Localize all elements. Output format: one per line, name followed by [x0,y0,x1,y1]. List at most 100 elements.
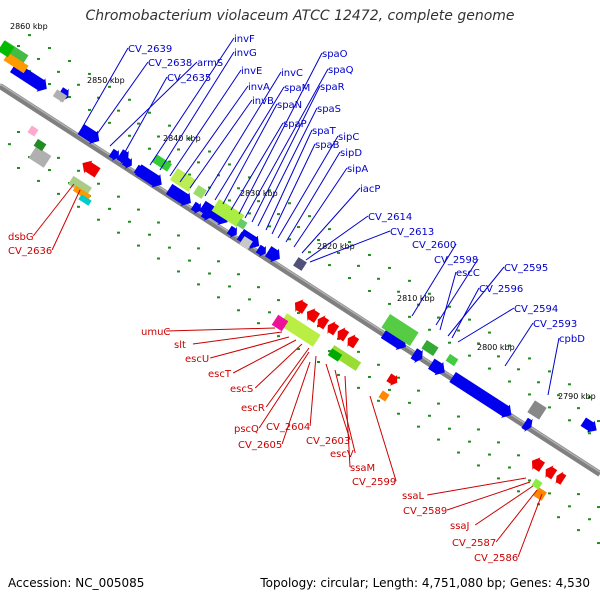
tick-dot [157,257,160,260]
tick-dot [8,143,11,146]
tick-dot [417,389,420,392]
tick-dot [37,179,40,182]
tick-dot [128,134,131,137]
tick-dot [148,111,151,114]
tick-dot [537,381,540,384]
tick-dot [228,285,231,288]
gene-label: slt [174,340,186,351]
gene-label: ssaL [402,491,425,502]
forward-gene-arrow [165,183,191,206]
leader-line [109,61,198,147]
tick-dot [397,412,400,415]
tick-dot [328,264,331,267]
feature-box [327,348,343,362]
tick-dot [268,225,271,228]
tick-dot [508,380,511,383]
label-leader-lines [32,37,560,558]
tick-dot [497,441,500,444]
reverse-gene-arrow [545,465,558,480]
tick-dot [177,270,180,273]
leader-line [169,69,242,177]
leader-line [495,489,538,543]
gene-label: cpbD [559,334,585,345]
tick-dot [577,529,580,532]
feature-box [193,185,207,199]
forward-gene-arrow [428,358,445,376]
tick-dot [517,368,520,371]
tick-dot [388,266,391,269]
feature-box [52,89,68,103]
tick-dot [408,401,411,404]
tick-dot [108,121,111,124]
gene-label: CV_2587 [452,538,496,549]
forward-gene-arrow [255,244,266,257]
forward-gene-arrow [190,201,201,214]
leader-line [32,183,75,237]
tick-dot [268,311,271,314]
tick-dot [397,376,400,379]
tick-dot [237,187,240,190]
reverse-gene-arrow [82,160,101,178]
tick-dot [197,283,200,286]
tick-dot [237,273,240,276]
gene-label: CV_2599 [352,477,396,488]
leader-line [457,307,515,343]
feature-box [378,390,390,402]
tick-dot [248,212,251,215]
reverse-gene-arrow [347,334,360,349]
accession-text: Accession: NC_005085 [8,576,145,590]
gene-label: sipA [347,164,368,175]
tick-dot [377,399,380,402]
leader-line [230,122,284,211]
forward-gene-arrow [521,417,533,432]
tick-dot [228,199,231,202]
feature-box [68,175,92,197]
leader-line [159,51,235,171]
tick-dot [37,57,40,60]
gene-label: invB [252,96,274,107]
gene-label: CV_2594 [514,304,558,315]
gene-label: iacP [360,184,380,195]
leader-line [411,243,457,317]
gene-label: spaR [320,82,345,93]
leader-line [222,103,278,205]
tick-dot [148,233,151,236]
leader-line [309,230,391,263]
scale-label: 2790 kbp [558,392,596,401]
feature-box [151,154,173,172]
tick-dot [437,316,440,319]
tick-dot [168,160,171,163]
leader-line [447,266,505,337]
gene-label: CV_2589 [403,506,447,517]
tick-dot [197,247,200,250]
tick-dot [428,414,431,417]
forward-gene-arrow [108,148,119,161]
forward-gene-arrow [200,208,211,221]
gene-label: CV_2636 [8,246,52,257]
tick-dot [448,305,451,308]
tick-dot [48,83,51,86]
tick-dot [77,205,80,208]
leader-line [192,331,283,345]
forward-gene-arrow [199,200,228,226]
tick-dot [297,348,300,351]
leader-line [451,287,480,339]
gene-label: CV_2586 [474,553,518,564]
genome-summary-text: Topology: circular; Length: 4,751,080 bp… [260,576,590,590]
leader-line [124,76,168,153]
tick-dot [388,388,391,391]
tick-dot [277,299,280,302]
forward-gene-arrow [226,225,237,238]
tick-dot [548,370,551,373]
tick-dot [568,383,571,386]
leader-line [435,258,479,326]
feature-box [381,314,419,346]
tick-dot [57,192,60,195]
leader-line [232,339,297,374]
tick-dot [157,221,160,224]
tick-dot [277,335,280,338]
reverse-gene-arrow [317,315,330,330]
tick-dot [108,207,111,210]
